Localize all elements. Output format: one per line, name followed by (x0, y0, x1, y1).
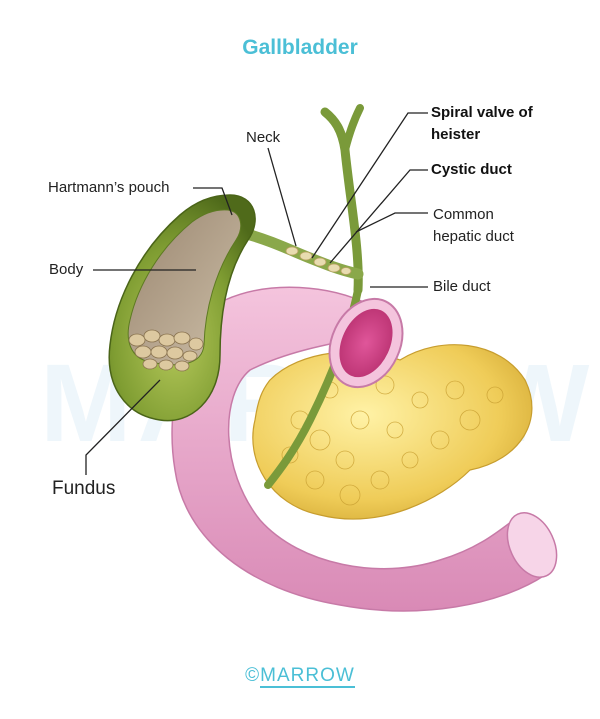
label-bile-duct: Bile duct (433, 278, 491, 295)
label-fundus: Fundus (52, 478, 116, 499)
footer-brand: ©MARROW (0, 665, 600, 688)
page-title: Gallbladder (242, 36, 358, 59)
gallstones (128, 329, 204, 372)
copyright-symbol: © (245, 665, 261, 686)
duodenal-lumen (339, 308, 393, 378)
label-spiral-valve-line2: heister (431, 126, 481, 143)
leader-common-hepatic (355, 212, 428, 233)
label-common-hepatic-line2: hepatic duct (433, 228, 514, 245)
hepatic-branch (341, 104, 364, 154)
label-common-hepatic-line1: Common (433, 206, 494, 223)
label-neck: Neck (246, 129, 281, 146)
common-hepatic-duct (320, 107, 363, 295)
label-spiral-valve-line1: Spiral valve of (431, 104, 533, 121)
leader-neck (267, 147, 297, 247)
leader-hartmann (193, 187, 233, 216)
leader-fundus (85, 379, 161, 475)
footer-brand-name: MARROW (260, 665, 355, 688)
label-cystic-duct: Cystic duct (431, 161, 512, 178)
label-body: Body (49, 261, 84, 278)
pancreas (252, 344, 533, 520)
spiral-valve (285, 246, 352, 275)
leader-lines (85, 112, 428, 475)
duodenum-end (506, 512, 558, 578)
label-hartmanns-pouch: Hartmann’s pouch (48, 179, 170, 196)
leader-spiral-valve (311, 112, 428, 259)
